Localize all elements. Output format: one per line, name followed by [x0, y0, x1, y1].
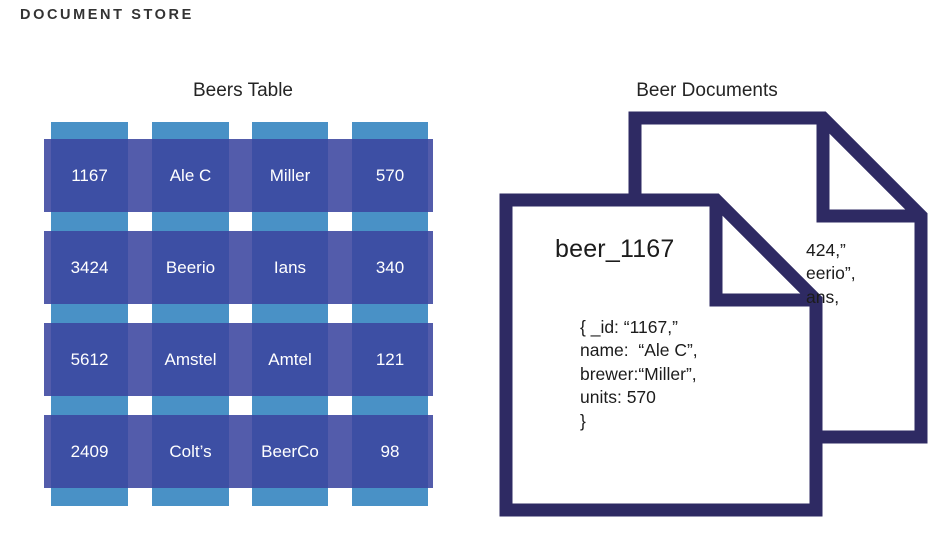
back-document-body-text: 424,” eerio”, ans,	[806, 240, 856, 307]
table-cell: BeerCo	[261, 441, 319, 461]
table-cell: Beerio	[165, 257, 216, 277]
table-cell: Amstel	[164, 349, 217, 369]
back-document-fold-icon	[816, 118, 921, 223]
front-document-fold-icon	[709, 200, 816, 307]
table-row-band-3	[44, 323, 433, 396]
table-cell: 5612	[70, 349, 109, 369]
front-document-title: beer_1167	[555, 235, 675, 263]
table-cell: 98	[380, 441, 400, 461]
table-cell: 340	[375, 257, 405, 277]
documents-svg	[499, 111, 928, 517]
table-cell: 3424	[70, 257, 109, 277]
table-cell: Colt’s	[169, 441, 212, 461]
beers-table-graphic: 1167 Ale C Miller 570 3424 Beerio Ians 3…	[44, 122, 433, 506]
table-cell: Ians	[273, 257, 307, 277]
beer-documents-title: Beer Documents	[636, 80, 778, 101]
page-title: DOCUMENT STORE	[20, 7, 194, 23]
front-document-shape	[499, 193, 823, 517]
table-row-band-1	[44, 139, 433, 212]
table-row-band-2	[44, 231, 433, 304]
table-cell: 121	[375, 349, 405, 369]
table-cell: Ale C	[169, 165, 212, 185]
beers-table-title: Beers Table	[193, 80, 293, 101]
table-row-band-4	[44, 415, 433, 488]
table-cell: Amtel	[268, 349, 312, 369]
table-cell: 2409	[70, 441, 109, 461]
table-cell: Miller	[269, 165, 311, 185]
front-document-body-text: { _id: “1167,” name: “Ale C”, brewer:“Mi…	[580, 317, 698, 431]
table-cell: 570	[375, 165, 405, 185]
beer-documents-graphic	[498, 100, 931, 530]
table-cell: 1167	[71, 165, 108, 185]
